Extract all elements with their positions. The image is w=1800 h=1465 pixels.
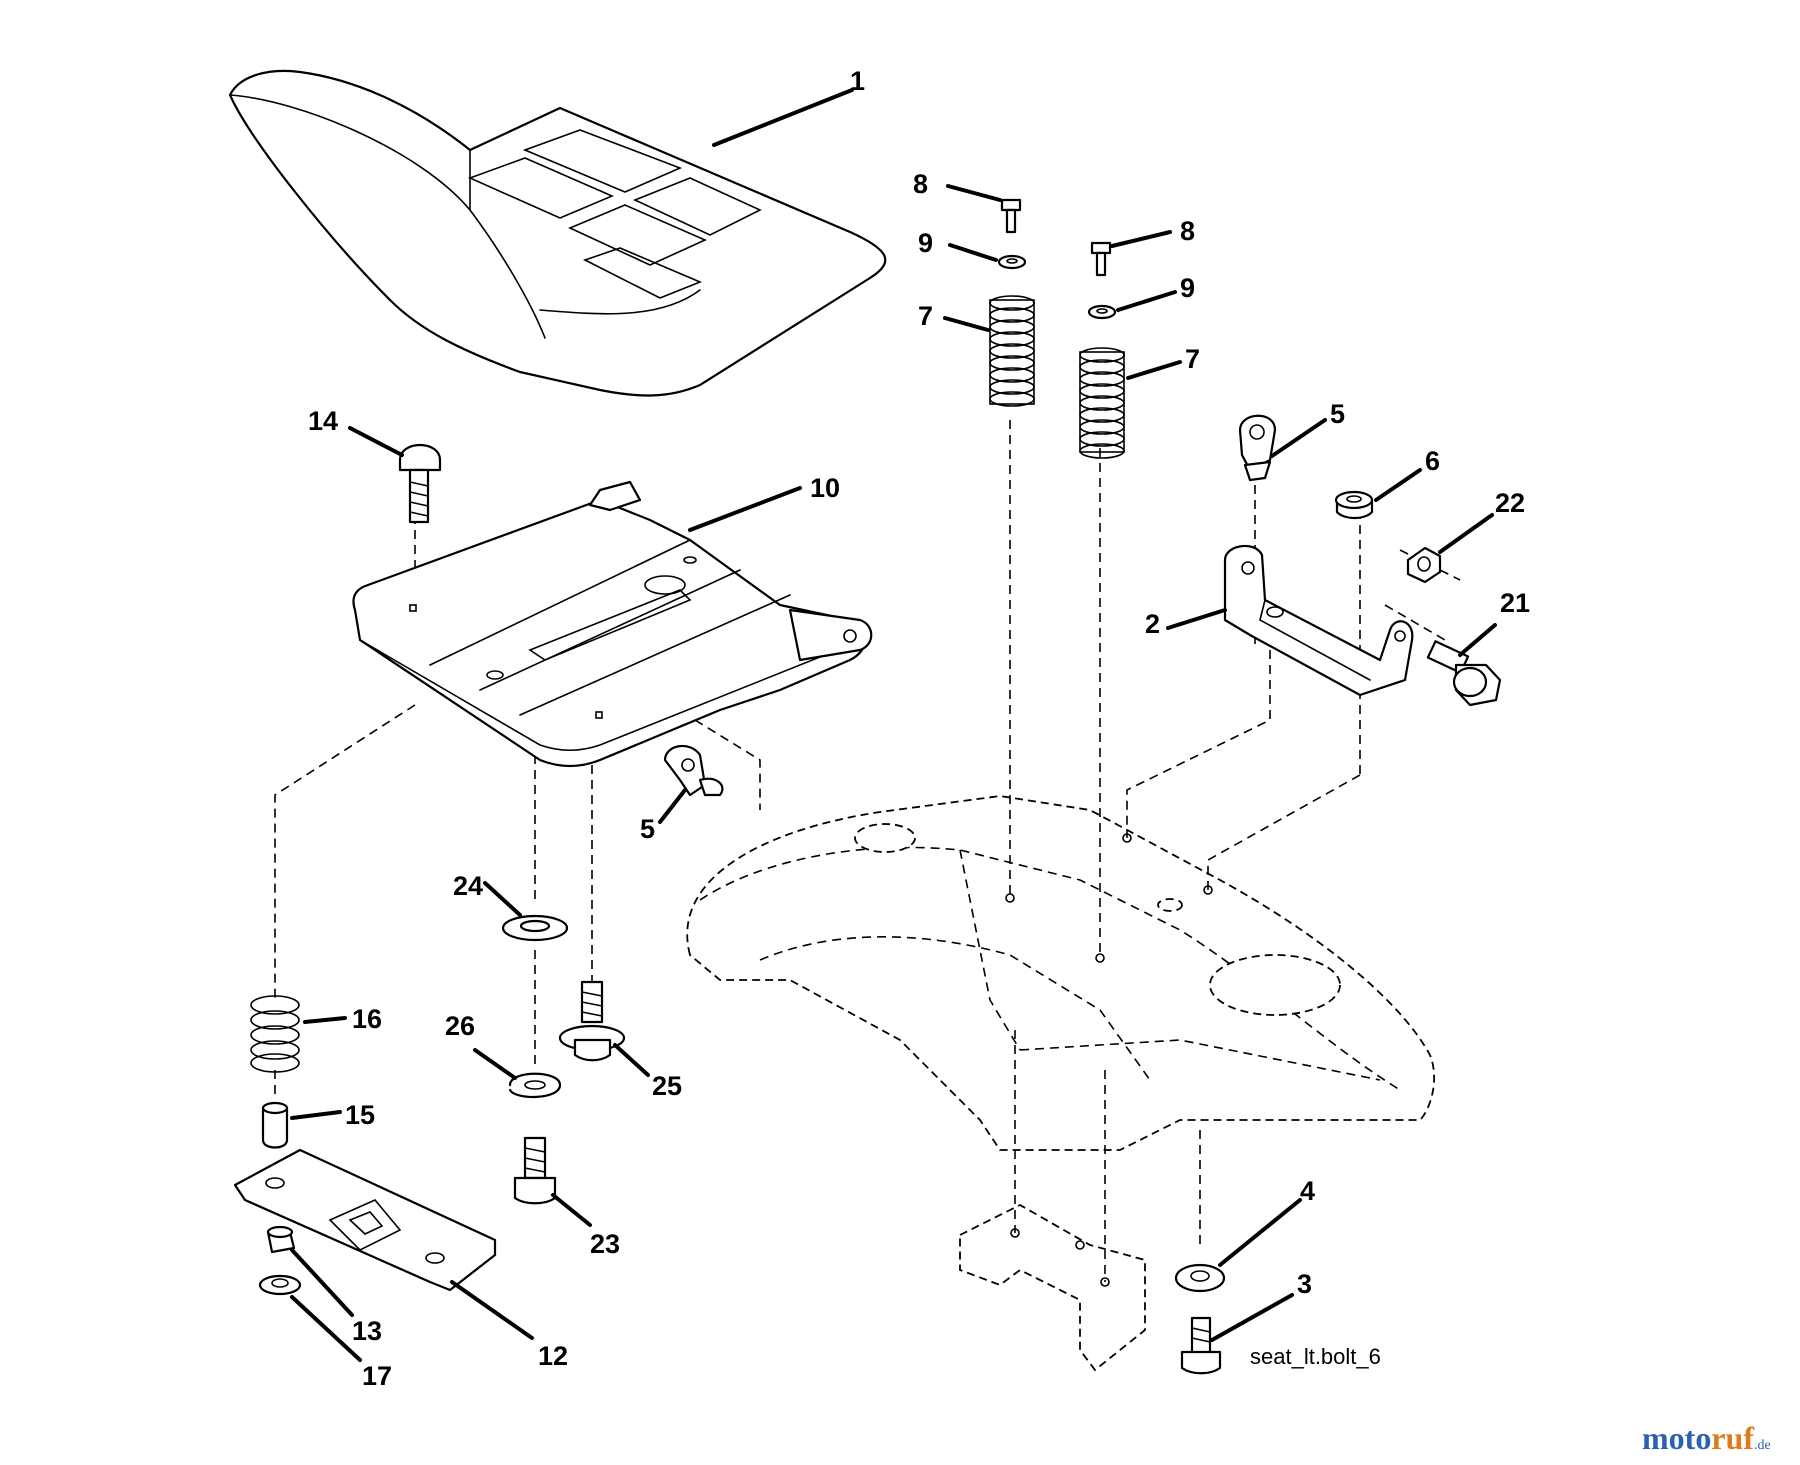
slide-plate-part [233,1148,534,1340]
callout-12: 12 [538,1341,568,1371]
watermark-part-b: ruf [1711,1420,1754,1456]
nut-17-part [258,1274,362,1362]
washer-4-part [1174,1198,1302,1293]
washer-24-part [483,881,569,942]
callout-4: 4 [1300,1176,1315,1206]
carriage-bolt-part [348,426,442,524]
callout-17: 17 [362,1361,392,1391]
callout-9-right: 9 [1180,273,1195,303]
bolt-21-part [1426,623,1502,707]
spring-7-left-part [943,295,1035,407]
watermark-logo: motoruf.de [1642,1420,1771,1456]
seat-part [228,69,887,397]
watermark-suffix: .de [1754,1438,1771,1453]
callout-25: 25 [652,1071,682,1101]
figure-reference: seat_lt.bolt_6 [1250,1344,1381,1369]
callout-5-right: 5 [1330,399,1345,429]
callout-1: 1 [850,66,865,96]
seat-bracket-part [1166,544,1414,697]
nut-13-part [266,1225,354,1317]
fender-chassis [686,795,1435,1151]
callout-9-left: 9 [918,228,933,258]
callout-26: 26 [445,1011,475,1041]
callout-23: 23 [590,1229,620,1259]
bolt-8-right-part [1090,230,1172,277]
callout-10: 10 [810,473,840,503]
callout-7-right: 7 [1185,344,1200,374]
callout-2: 2 [1145,609,1160,639]
clip-right-part [1238,414,1327,482]
spring-16-part [250,995,347,1073]
callout-24: 24 [453,871,483,901]
callout-5-left: 5 [640,814,655,844]
callout-13: 13 [352,1316,382,1346]
nut-6-part [1334,468,1422,520]
callout-16: 16 [352,1004,382,1034]
svg-text:motoruf.de: motoruf.de [1642,1420,1771,1456]
callout-labels: 1 2 3 4 5 5 6 7 7 8 8 9 9 10 12 13 14 15… [308,66,1530,1391]
shoulder-bolt-part [558,980,650,1077]
callout-15: 15 [345,1100,375,1130]
callout-22: 22 [1495,488,1525,518]
lock-washer-part [473,1048,562,1099]
bolt-23-part [513,1136,592,1227]
nut-22-part [1406,513,1494,584]
callout-8-left: 8 [913,169,928,199]
lower-bracket [959,1203,1146,1372]
callout-8-right: 8 [1180,216,1195,246]
callout-7-left: 7 [918,301,933,331]
spring-7-right-part [1079,347,1182,459]
clip-left-part [658,744,724,824]
callout-21: 21 [1500,588,1530,618]
callout-6: 6 [1425,446,1440,476]
washer-9-left-part [948,243,1027,270]
spacer-part [261,1101,342,1149]
callout-14: 14 [308,406,338,436]
seat-pan-part [352,480,873,768]
callout-3: 3 [1297,1269,1312,1299]
bolt-3-part [1180,1293,1294,1375]
washer-9-right-part [1087,290,1177,320]
watermark-part-a: moto [1642,1420,1711,1456]
bolt-8-left-part [946,184,1022,234]
